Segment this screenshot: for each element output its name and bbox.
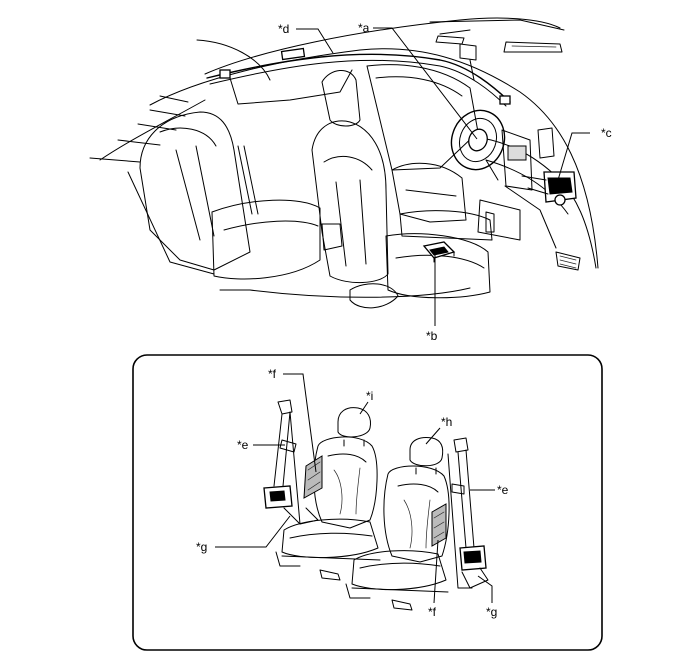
- upper-callout-leaders: [296, 27, 590, 326]
- callout-c: *c: [601, 126, 612, 140]
- left-seat-i: [275, 407, 381, 581]
- callout-e-left: *e: [237, 438, 249, 452]
- vehicle-interior-illustration: [89, 17, 599, 309]
- callout-i: *i: [366, 389, 373, 403]
- callout-h: *h: [441, 415, 452, 429]
- callout-e-right: *e: [497, 483, 509, 497]
- right-seat-h: [345, 437, 450, 611]
- upper-callouts: *d *a *c *b: [278, 21, 612, 343]
- callout-d: *d: [278, 22, 289, 36]
- left-seat-belt-assembly: [263, 399, 319, 525]
- callout-f-seat-right: *f: [428, 605, 437, 619]
- callout-g-left: *g: [196, 540, 207, 554]
- callout-g-right: *g: [486, 605, 497, 619]
- lower-callouts: *f *i *e *g *h *e *f *g: [196, 367, 509, 619]
- callout-f-seat-left: *f: [268, 367, 277, 381]
- right-seat-belt-assembly: [447, 437, 489, 589]
- callout-a: *a: [358, 21, 370, 35]
- lower-callout-leaders: [215, 373, 495, 604]
- callout-b: *b: [426, 329, 438, 343]
- detail-frame: [132, 354, 603, 651]
